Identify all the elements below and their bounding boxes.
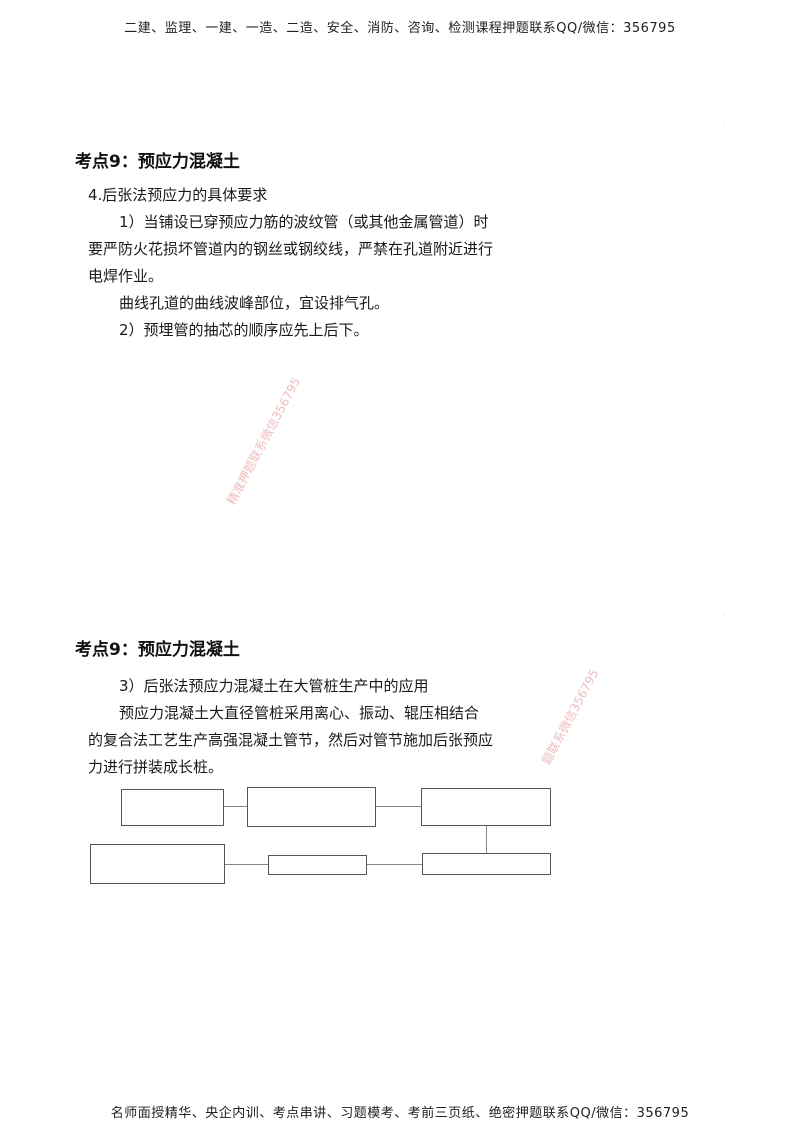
watermark-text: 题联系微信356795 [539, 667, 602, 768]
page-footer: 名师面授精华、央企内训、考点串讲、习题模考、考前三页纸、绝密押题联系QQ/微信：… [110, 1106, 690, 1121]
paragraph-line: 力进行拼装成长桩。 [88, 758, 224, 776]
paragraph-line: 电焊作业。 [88, 267, 164, 285]
paragraph-line: 预应力混凝土大直径管桩采用离心、振动、辊压相结合 [119, 704, 480, 722]
flow-step-box [421, 788, 551, 826]
flow-arrow [367, 864, 422, 865]
paragraph-line: 的复合法工艺生产高强混凝土管节，然后对管节施加后张预应 [88, 731, 494, 749]
flow-step-box [268, 855, 367, 875]
flow-arrow [376, 806, 421, 807]
subheading: 3）后张法预应力混凝土在大管桩生产中的应用 [119, 677, 429, 695]
paragraph-line: 要严防火花损坏管道内的钢丝或钢绞线，严禁在孔道附近进行 [88, 240, 494, 258]
section-heading: 考点9：预应力混凝土 [75, 640, 240, 660]
scan-artifact: · · · [716, 118, 732, 129]
flow-step-box [90, 844, 225, 884]
flow-step-box [247, 787, 376, 827]
flow-arrow [225, 864, 268, 865]
watermark-text: 精准押题联系微信356795 [224, 375, 304, 508]
scan-artifact: · · · [716, 610, 732, 621]
flow-arrow [486, 826, 487, 853]
flow-step-box [121, 789, 224, 826]
flow-arrow [224, 806, 247, 807]
subheading: 4.后张法预应力的具体要求 [88, 186, 268, 204]
section-heading: 考点9：预应力混凝土 [75, 152, 240, 172]
paragraph-line: 1）当铺设已穿预应力筋的波纹管（或其他金属管道）时 [119, 213, 489, 231]
paragraph-line: 曲线孔道的曲线波峰部位，宜设排气孔。 [119, 294, 390, 312]
paragraph-line: 2）预埋管的抽芯的顺序应先上后下。 [119, 321, 369, 339]
page-header: 二建、监理、一建、一造、二造、安全、消防、咨询、检测课程押题联系QQ/微信：35… [124, 21, 676, 36]
flow-step-box [422, 853, 551, 875]
